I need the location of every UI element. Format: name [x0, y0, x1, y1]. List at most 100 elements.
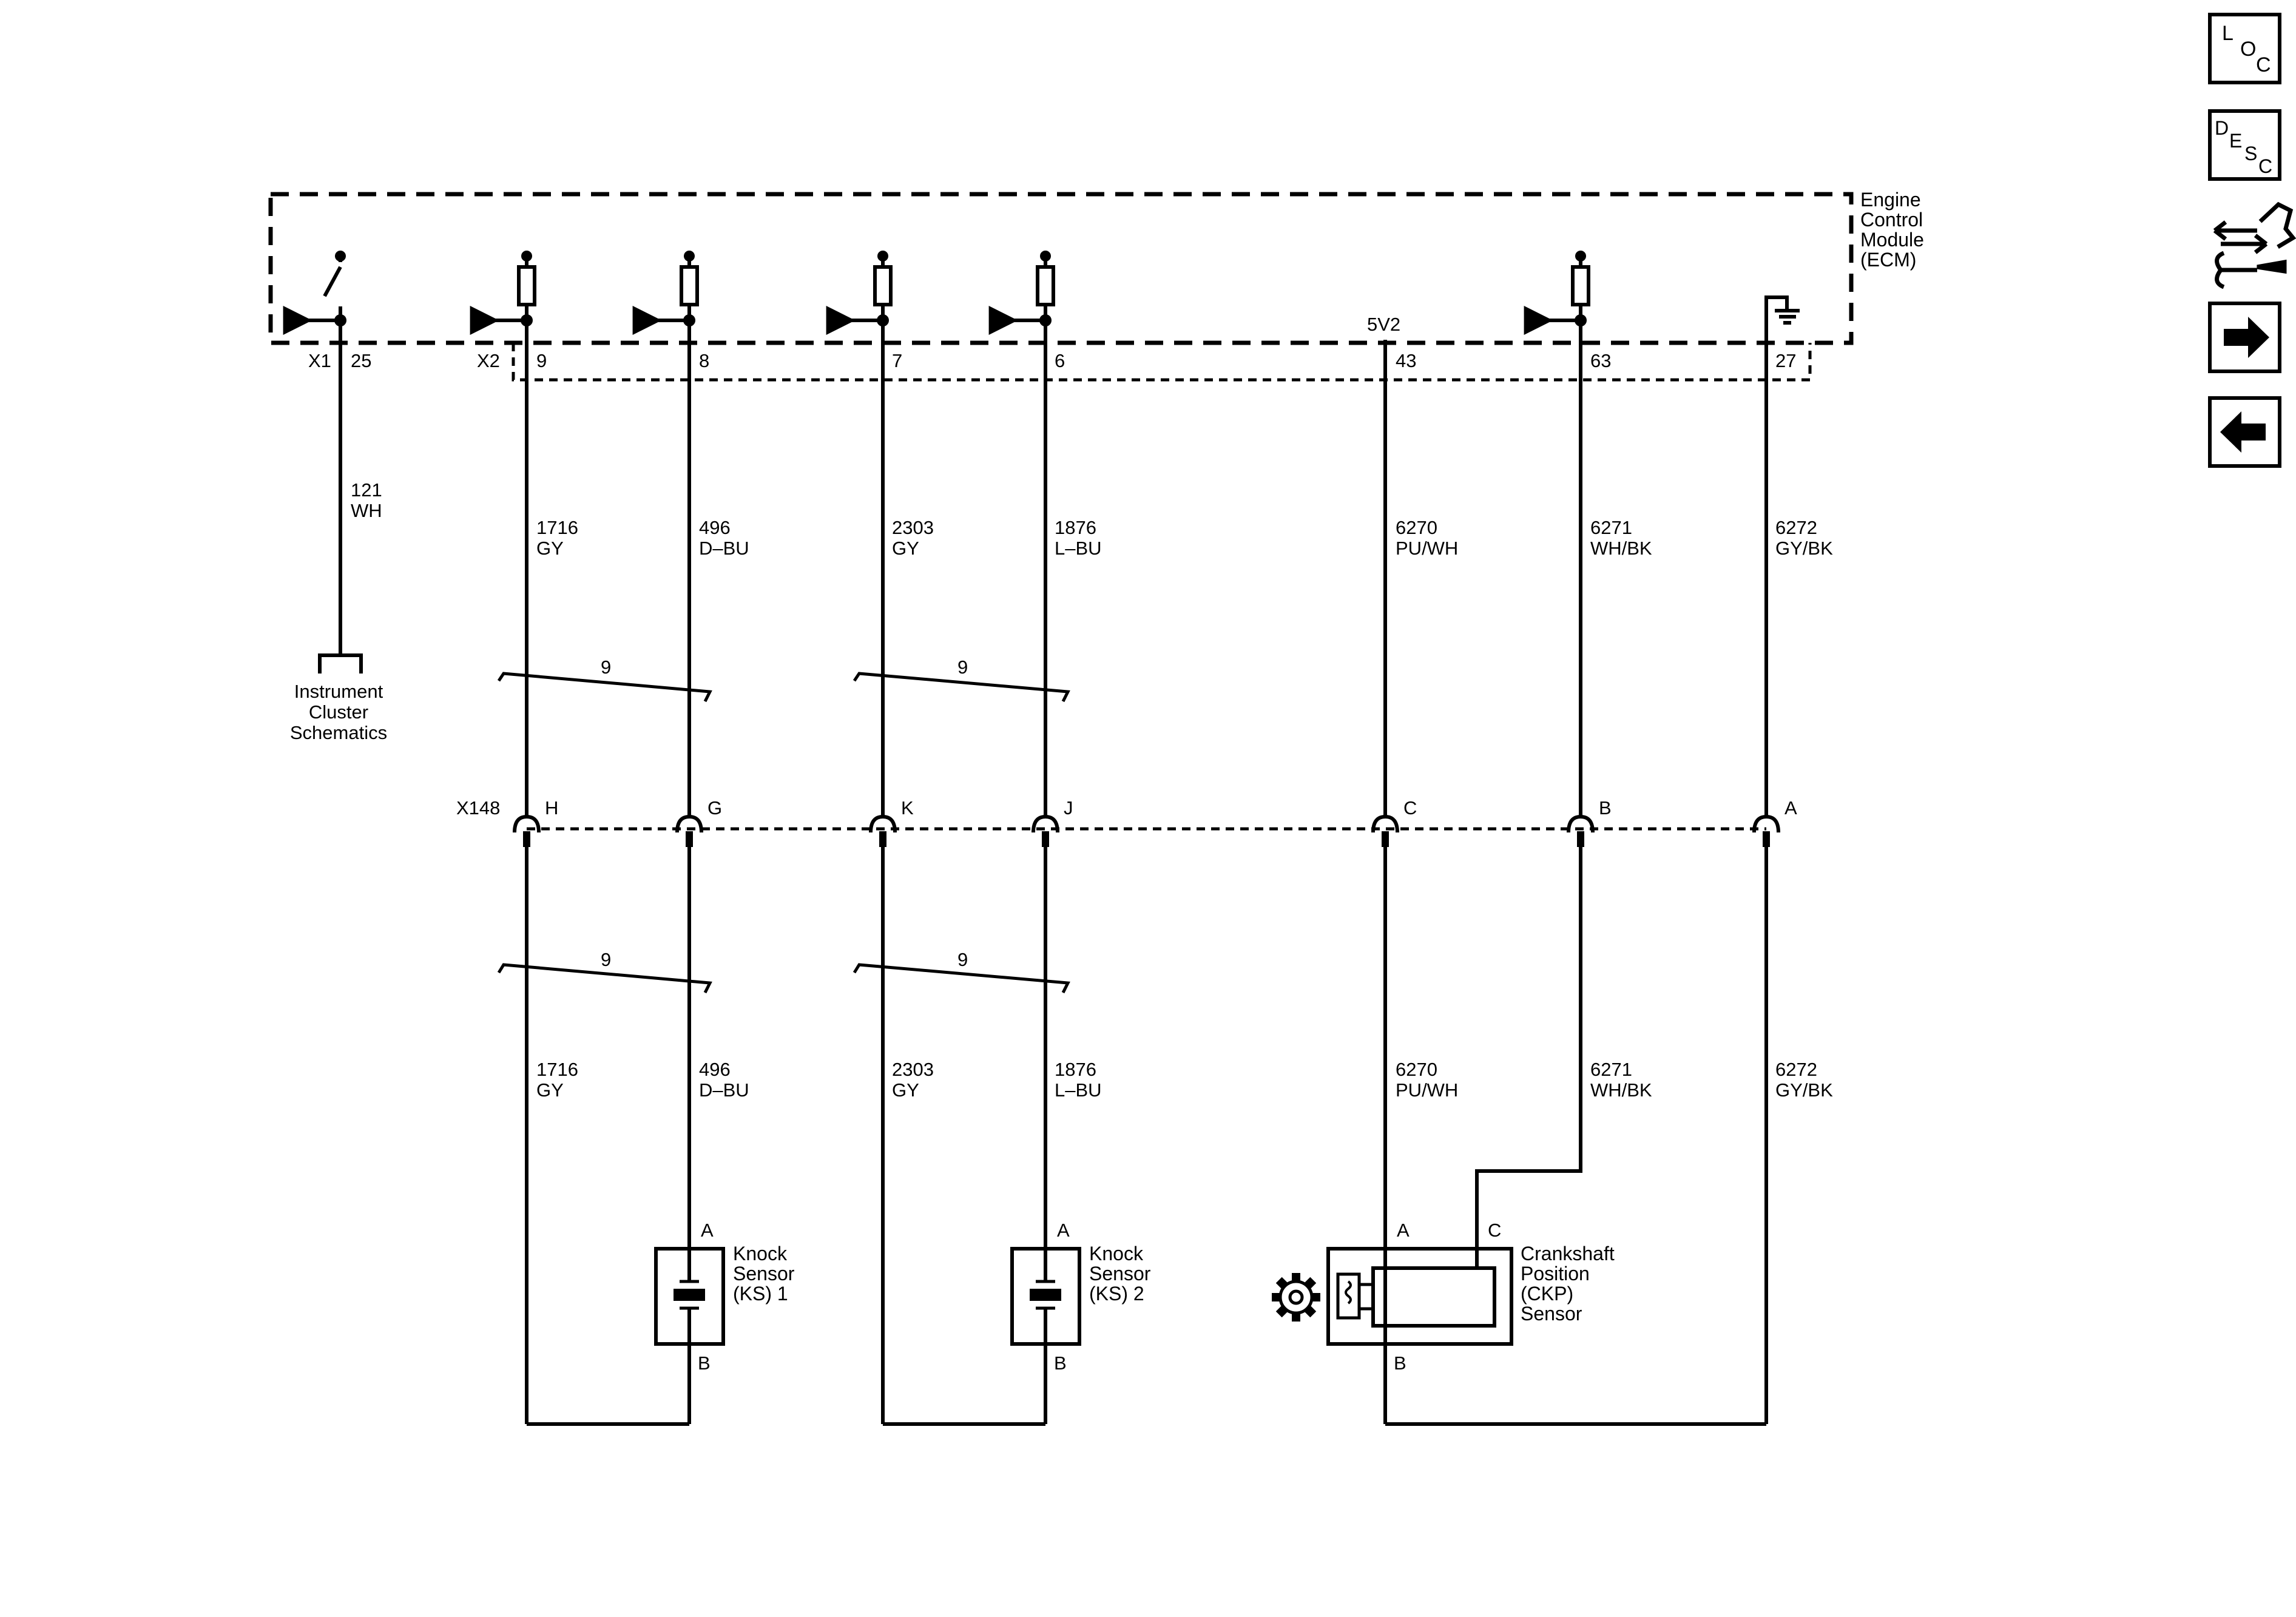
ecm-label: Engine Control Module (ECM)	[1860, 189, 1924, 271]
wire-color-code: GY	[892, 1079, 919, 1101]
svg-text:(CKP): (CKP)	[1521, 1283, 1573, 1305]
x148-cavity-label: G	[707, 797, 722, 819]
svg-text:B: B	[698, 1352, 711, 1374]
ckp-sensor: A C B Crankshaft Position (CKP) Sensor	[1272, 1220, 1615, 1374]
svg-text:D: D	[2215, 117, 2229, 139]
svg-text:Knock: Knock	[1089, 1243, 1144, 1264]
svg-text:Module: Module	[1860, 229, 1924, 251]
wire-circuit-number: 496	[699, 517, 731, 538]
wire-labels: 121 WH 1716GY496D–BU2303GY1876L–BU6270PU…	[351, 479, 1833, 1101]
wire-circuit-number: 6272	[1775, 1059, 1817, 1080]
svg-text:B: B	[1394, 1352, 1406, 1374]
ecm-switch	[283, 251, 346, 335]
wire-circuit-number: 1876	[1055, 517, 1096, 538]
next-page-button[interactable]	[2208, 302, 2281, 373]
wire-color-code: GY	[536, 538, 564, 559]
svg-text:8: 8	[699, 350, 709, 371]
wire-circuit-number: 496	[699, 1059, 731, 1080]
wires	[339, 320, 1768, 1426]
svg-text:6: 6	[1055, 350, 1065, 371]
wire-color-code: GY	[536, 1079, 564, 1101]
svg-text:O: O	[2240, 38, 2256, 61]
svg-text:X148: X148	[456, 797, 500, 819]
nav-loc-button[interactable]: L O C	[2208, 13, 2281, 84]
svg-text:5V2: 5V2	[1367, 314, 1400, 335]
wire-color-code: D–BU	[699, 1079, 749, 1101]
svg-text:B: B	[1054, 1352, 1067, 1374]
ecm-resistors	[470, 251, 1590, 335]
wire-circuit-number: 1716	[536, 517, 578, 538]
x148-cavity-label: H	[545, 797, 558, 819]
svg-text:Sensor: Sensor	[1521, 1303, 1582, 1325]
svg-text:Control: Control	[1860, 209, 1923, 231]
connector-harness-icon[interactable]	[2213, 201, 2296, 289]
svg-text:9: 9	[536, 350, 547, 371]
wire-color-code: L–BU	[1055, 1079, 1102, 1101]
x148-cavity-label: C	[1403, 797, 1417, 819]
previous-page-button[interactable]	[2208, 396, 2281, 468]
wire-color-code: L–BU	[1055, 538, 1102, 559]
x148-cavity-label: J	[1064, 797, 1073, 819]
svg-text:25: 25	[351, 350, 371, 371]
wire-color-code: GY/BK	[1775, 1079, 1833, 1101]
wire-circuit-number: 1716	[536, 1059, 578, 1080]
svg-text:X1: X1	[308, 350, 331, 371]
svg-text:9: 9	[601, 657, 611, 678]
svg-text:121: 121	[351, 479, 382, 501]
wire-circuit-number: 6270	[1396, 517, 1437, 538]
twisted-pair-markers	[497, 672, 1070, 994]
x148-cavity-label: A	[1784, 797, 1797, 819]
svg-text:X2: X2	[477, 350, 500, 371]
knock-sensor-1: A B Knock Sensor (KS) 1	[654, 1220, 795, 1374]
svg-text:(KS) 1: (KS) 1	[733, 1283, 788, 1305]
svg-text:9: 9	[601, 949, 611, 970]
svg-text:63: 63	[1590, 350, 1611, 371]
wire-color-code: PU/WH	[1396, 538, 1458, 559]
svg-text:(ECM): (ECM)	[1860, 249, 1916, 271]
wire-color-code: WH/BK	[1590, 538, 1652, 559]
x148-cavity-label: K	[901, 797, 914, 819]
svg-text:L: L	[2222, 22, 2234, 45]
wire-color-code: GY	[892, 538, 919, 559]
nav-desc-button[interactable]: D E S C	[2208, 109, 2281, 181]
svg-text:Engine: Engine	[1860, 189, 1921, 211]
x148-cavity-label: B	[1599, 797, 1612, 819]
gear-icon	[1272, 1273, 1320, 1322]
svg-text:A: A	[1057, 1220, 1070, 1241]
svg-text:Knock: Knock	[733, 1243, 788, 1264]
svg-text:43: 43	[1396, 350, 1416, 371]
svg-text:7: 7	[892, 350, 902, 371]
wire-circuit-number: 1876	[1055, 1059, 1096, 1080]
svg-text:S: S	[2244, 143, 2257, 164]
svg-text:A: A	[1397, 1220, 1410, 1241]
wire-circuit-number: 2303	[892, 517, 934, 538]
ecm-module	[268, 192, 1854, 382]
wire-circuit-number: 2303	[892, 1059, 934, 1080]
wire-color-code: D–BU	[699, 538, 749, 559]
svg-text:Crankshaft: Crankshaft	[1521, 1243, 1615, 1264]
ecm-ground-symbol	[1764, 295, 1800, 343]
knock-sensor-2: A B Knock Sensor (KS) 2	[1010, 1220, 1151, 1374]
svg-text:Sensor: Sensor	[733, 1263, 795, 1284]
svg-text:C: C	[2256, 53, 2271, 76]
connector-labels: X1 25 X2 9 8 7 6 5V2 43 63 27 X148	[308, 314, 1796, 819]
wire-color-code: PU/WH	[1396, 1079, 1458, 1101]
svg-text:9: 9	[957, 657, 968, 678]
wire-circuit-number: 6270	[1396, 1059, 1437, 1080]
wire-color-code: GY/BK	[1775, 538, 1833, 559]
svg-text:9: 9	[957, 949, 968, 970]
svg-text:Schematics: Schematics	[290, 722, 387, 743]
svg-text:Instrument: Instrument	[294, 681, 383, 702]
svg-text:Cluster: Cluster	[309, 701, 368, 723]
svg-text:Position: Position	[1521, 1263, 1590, 1284]
wire-color-code: WH/BK	[1590, 1079, 1652, 1101]
svg-text:(KS) 2: (KS) 2	[1089, 1283, 1144, 1305]
x148-connector	[513, 814, 1780, 847]
instrument-cluster-label: Instrument Cluster Schematics	[290, 681, 387, 743]
svg-text:C: C	[2258, 155, 2272, 177]
twisted-pair-labels: 9 9 9 9	[601, 657, 968, 970]
svg-text:WH: WH	[351, 500, 382, 521]
instrument-cluster-connector	[318, 653, 363, 673]
wire-circuit-number: 6272	[1775, 517, 1817, 538]
